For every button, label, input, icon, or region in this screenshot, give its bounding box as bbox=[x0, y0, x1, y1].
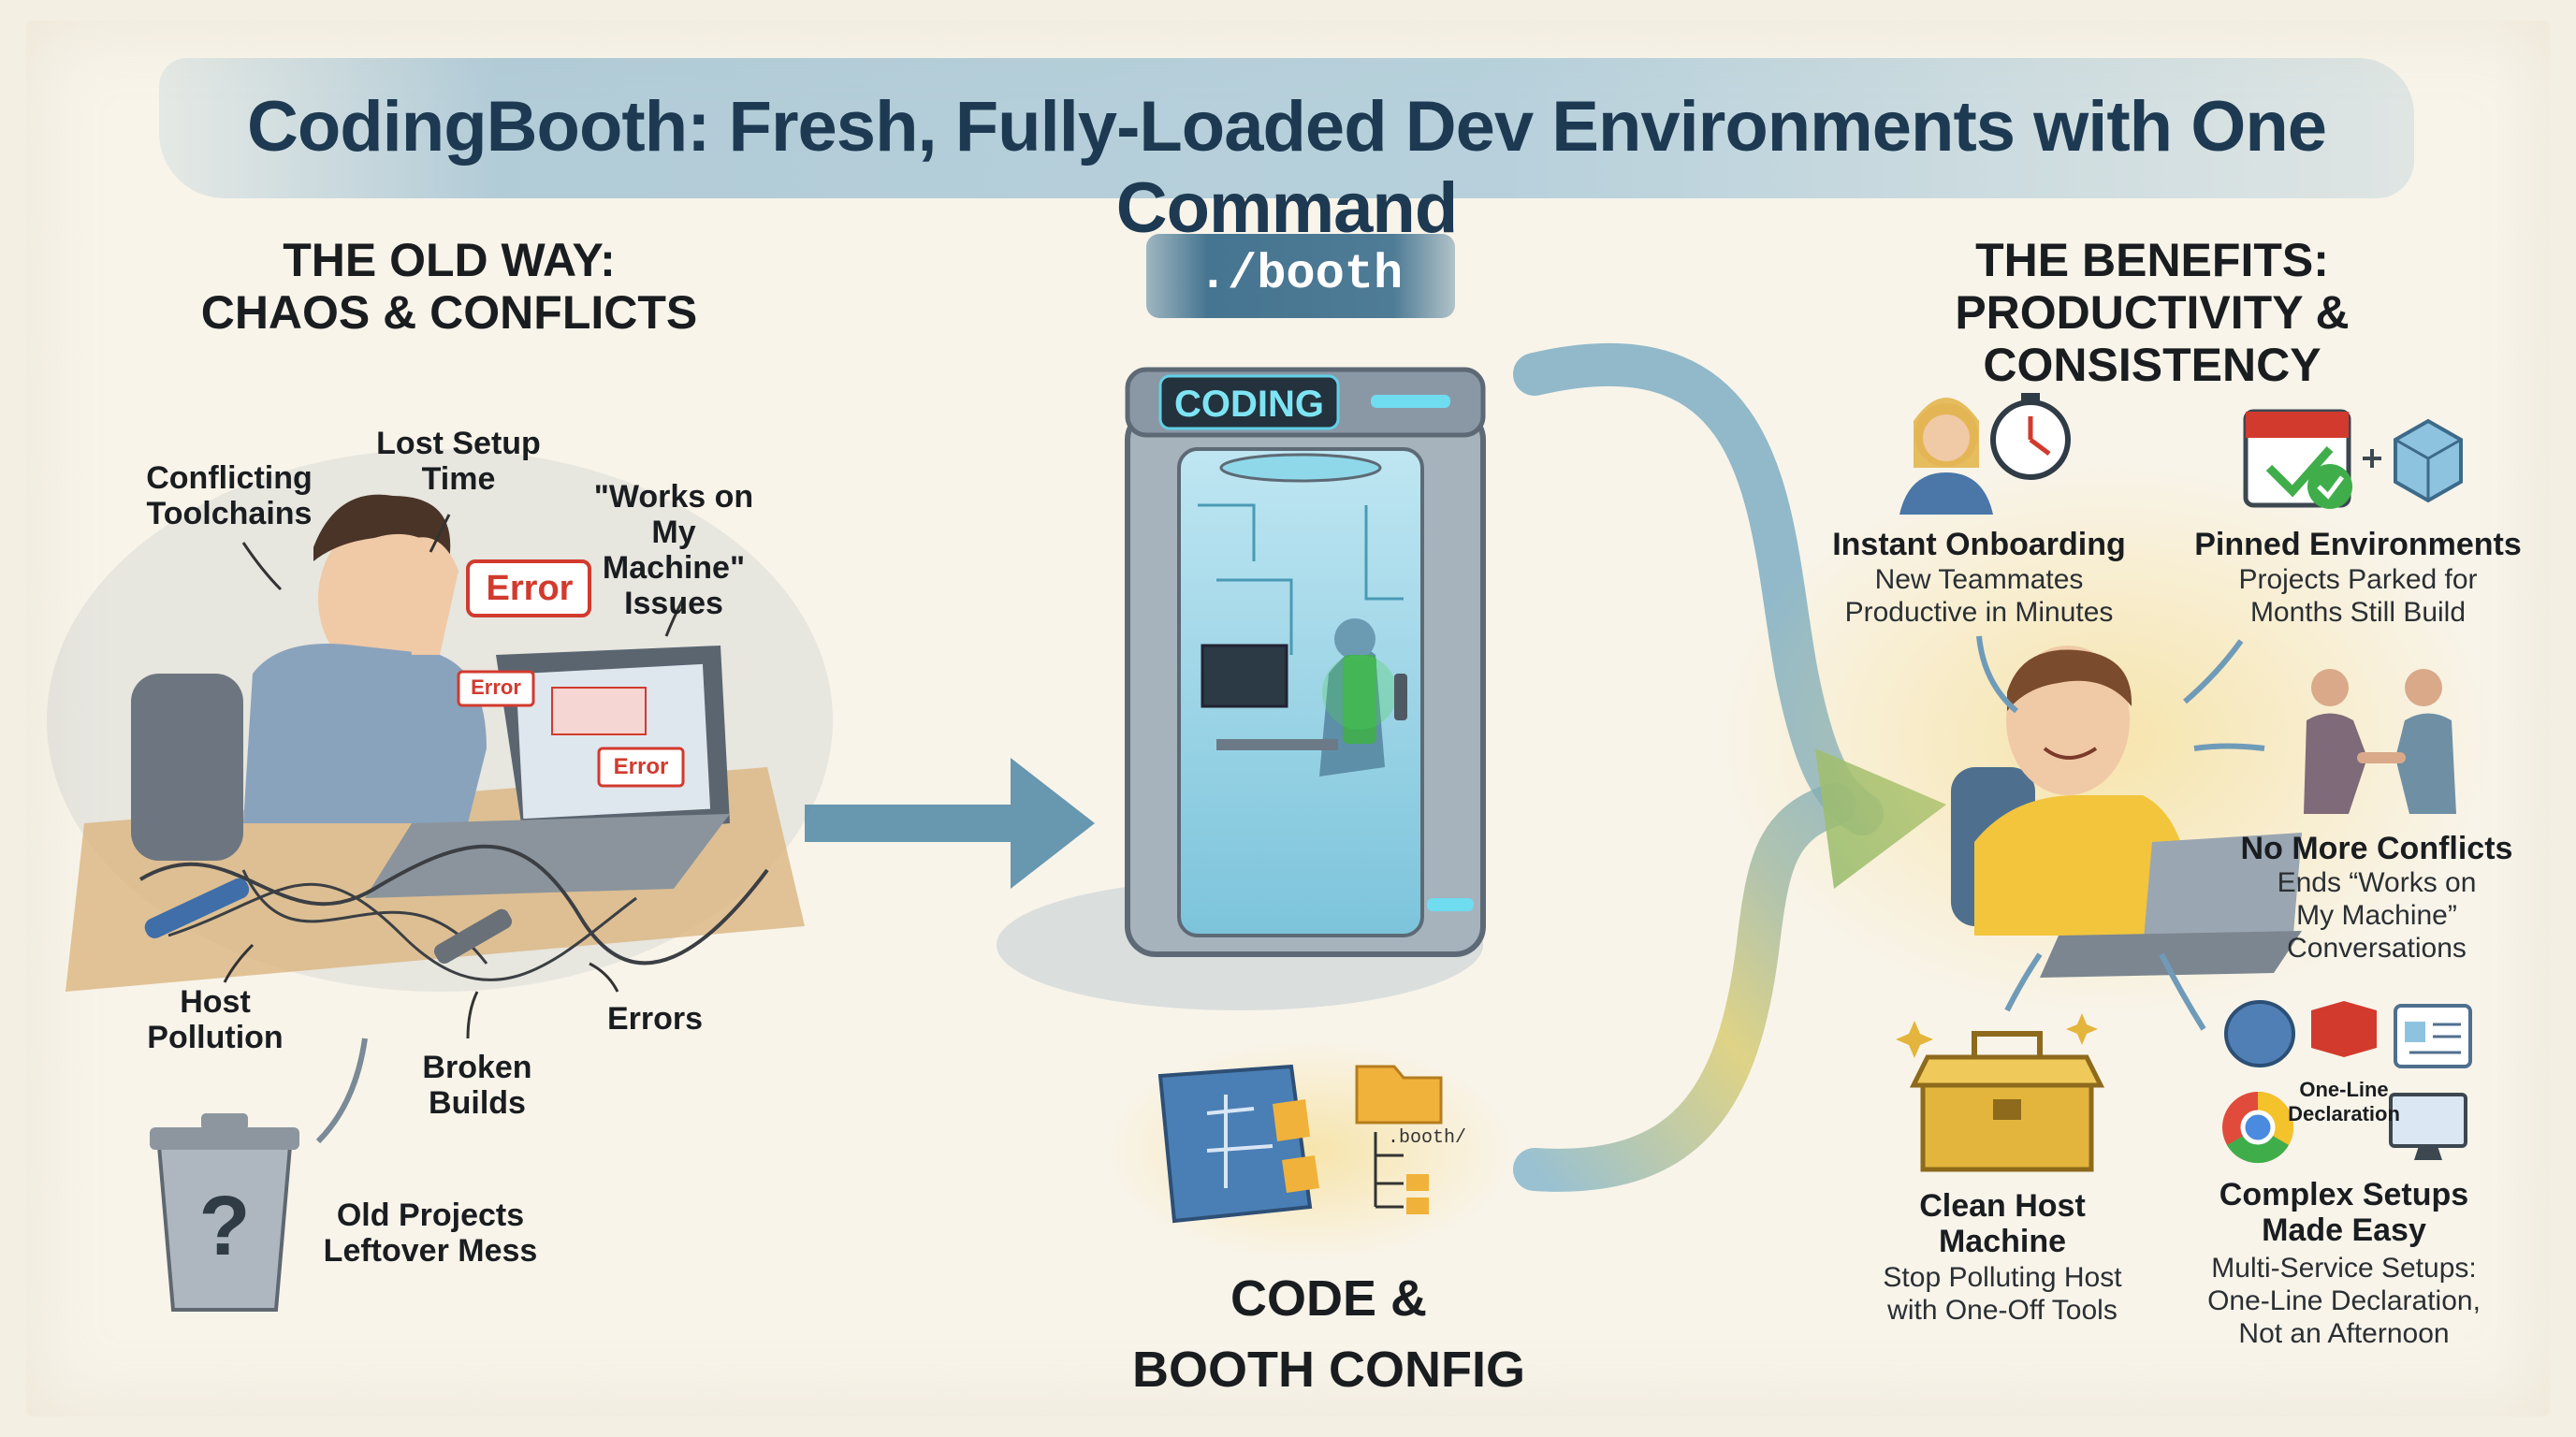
label-host-pollution: Host Pollution bbox=[147, 984, 284, 1055]
handshake-icon bbox=[2304, 669, 2456, 814]
services-icons bbox=[2222, 1000, 2472, 1164]
coding-booth bbox=[997, 367, 1486, 1010]
label-lost-setup-time: Lost Setup Time bbox=[376, 426, 541, 497]
error-popup-large: Error bbox=[486, 569, 574, 608]
benefit-desc-conflicts: Ends “Works on My Machine” Conversations bbox=[2277, 867, 2477, 964]
config-folder-label: .booth/ bbox=[1388, 1127, 1467, 1149]
label-old-projects: Old Projects Leftover Mess bbox=[323, 1198, 538, 1269]
benefit-desc-clean-host: Stop Polluting Host with One-Off Tools bbox=[1883, 1262, 2122, 1326]
error-popup-screen: Error bbox=[613, 754, 669, 779]
benefits-heading-line1: THE BENEFITS: bbox=[1975, 234, 2329, 286]
booth-sign: CODING bbox=[1174, 384, 1324, 425]
caption-line1: CODE & bbox=[1230, 1270, 1427, 1327]
old-way-heading-line1: THE OLD WAY: bbox=[283, 234, 616, 286]
benefit-title-onboarding: Instant Onboarding bbox=[1832, 527, 2126, 562]
benefit-desc-pinned: Projects Parked for Months Still Build bbox=[2238, 564, 2478, 628]
question-mark-icon: ? bbox=[198, 1180, 251, 1273]
booth-command-text: ./booth bbox=[1198, 247, 1404, 302]
benefit-desc-onboarding: New Teammates Productive in Minutes bbox=[1844, 564, 2114, 628]
benefit-title-clean-host: Clean Host Machine bbox=[1919, 1188, 2086, 1259]
label-errors: Errors bbox=[606, 1001, 704, 1037]
code-booth-config-caption: CODE & BOOTH CONFIG bbox=[1048, 1263, 1609, 1405]
old-way-heading: THE OLD WAY: CHAOS & CONFLICTS bbox=[140, 234, 758, 339]
benefits-heading-line2: PRODUCTIVITY & CONSISTENCY bbox=[1955, 286, 2350, 391]
happy-developer bbox=[1951, 646, 2302, 978]
label-conflicting-toolchains: Conflicting Toolchains bbox=[146, 460, 313, 531]
benefit-title-complex: Complex Setups Made Easy bbox=[2219, 1177, 2469, 1248]
title-banner bbox=[159, 58, 2414, 198]
benefit-desc-complex: Multi-Service Setups: One-Line Declarati… bbox=[2207, 1253, 2481, 1349]
chaos-scene bbox=[47, 449, 833, 1312]
benefit-title-pinned: Pinned Environments bbox=[2194, 527, 2522, 562]
benefits-heading: THE BENEFITS: PRODUCTIVITY & CONSISTENCY bbox=[1797, 234, 2508, 391]
code-config-illustration bbox=[1104, 1038, 1516, 1263]
error-popup-small: Error bbox=[471, 675, 521, 699]
toolbox-icon bbox=[1896, 1013, 2105, 1172]
benefit-title-conflicts: No More Conflicts bbox=[2240, 831, 2513, 866]
old-way-heading-line2: CHAOS & CONFLICTS bbox=[200, 286, 698, 339]
arrow-to-booth bbox=[805, 758, 1095, 889]
label-works-on-my-machine: "Works on My Machine" Issues bbox=[593, 479, 754, 621]
onboarding-icon bbox=[1899, 393, 2071, 515]
caption-line2: BOOTH CONFIG bbox=[1132, 1342, 1525, 1398]
booth-command: ./booth bbox=[1146, 234, 1455, 318]
one-line-declaration-badge: One-Line Declaration bbox=[2288, 1078, 2400, 1125]
calendar-check-icon bbox=[2243, 409, 2463, 509]
label-broken-builds: Broken Builds bbox=[422, 1050, 532, 1121]
